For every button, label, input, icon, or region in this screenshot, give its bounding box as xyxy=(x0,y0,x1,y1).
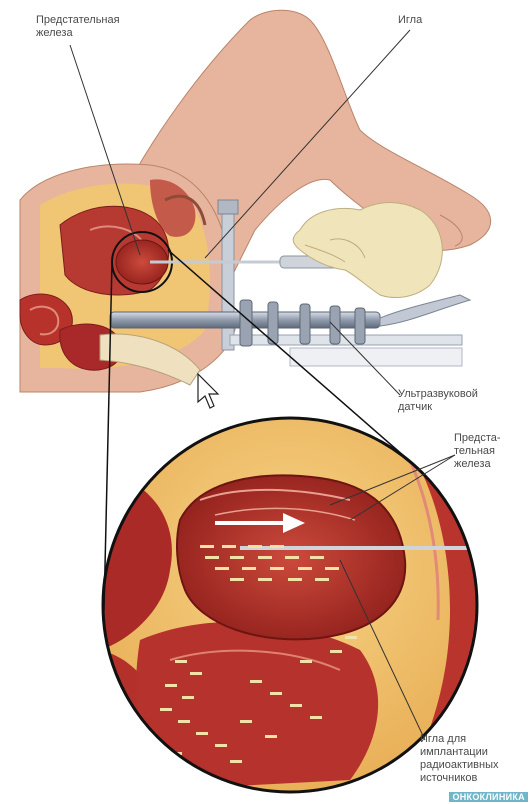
gloved-hand xyxy=(293,203,442,298)
mouse-cursor-icon xyxy=(198,374,218,408)
watermark: ОНКОКЛИНИКА xyxy=(449,792,528,802)
label-prostate-top: Предстательная железа xyxy=(36,14,120,40)
label-needle: Игла xyxy=(398,14,422,27)
label-ultrasound-probe: Ультразвуковой датчик xyxy=(398,388,478,414)
label-prostate-zoom: Предста- тельная железа xyxy=(454,432,501,471)
label-needle-implant: Игла для имплантации радиоактивных источ… xyxy=(420,733,498,785)
